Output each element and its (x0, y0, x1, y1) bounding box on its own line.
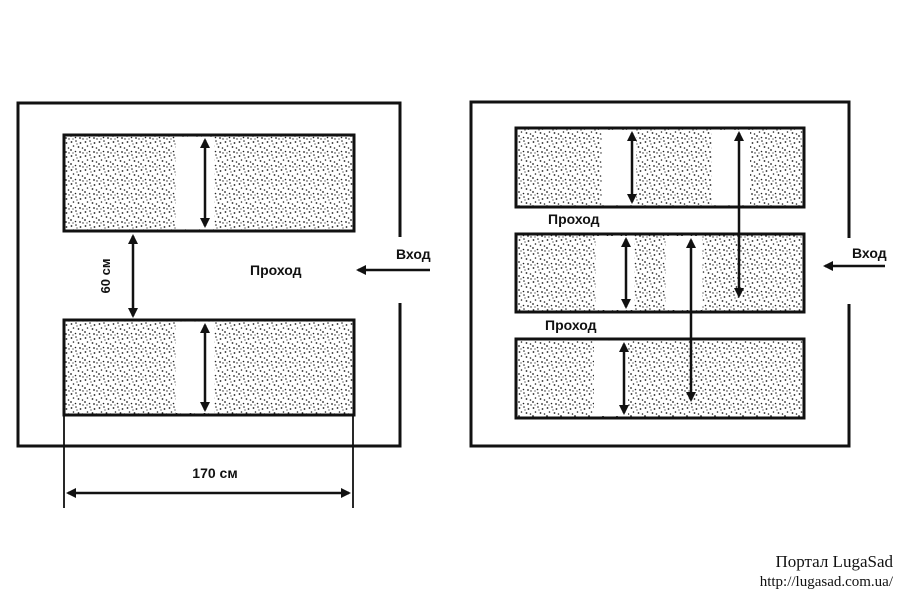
right-passage-bottom-label: Проход (545, 317, 597, 333)
watermark-title: Портал LugaSad (775, 552, 893, 571)
left-entrance-label: Вход (396, 246, 431, 262)
right-bed-1 (514, 126, 806, 209)
right-plan-outline (469, 100, 851, 448)
left-passage-label: Проход (250, 262, 302, 278)
right-passage-top-label: Проход (548, 211, 600, 227)
left-bed-top (62, 133, 356, 233)
left-plan: 60 см Проход Вход 170 см (16, 101, 431, 508)
right-plan: Проход Проход Вход (469, 100, 887, 448)
gap-dimension-label: 60 см (98, 259, 113, 294)
right-bed-2 (514, 232, 806, 314)
right-bed-3 (514, 337, 806, 420)
width-dimension-label: 170 см (192, 465, 237, 481)
watermark-url: http://lugasad.com.ua/ (760, 574, 894, 590)
right-entrance-label: Вход (852, 245, 887, 261)
left-plan-outline (16, 101, 402, 448)
left-bed-bottom (62, 318, 356, 417)
